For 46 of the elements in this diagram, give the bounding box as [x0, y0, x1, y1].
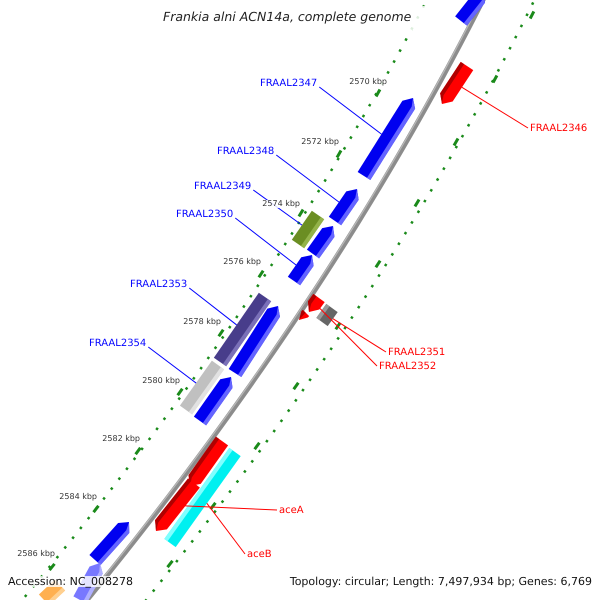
gene-feature [308, 294, 325, 312]
tick-label: 2570 kbp [349, 78, 387, 86]
tick-label: 2586 kbp [17, 550, 55, 558]
tick-label: 2582 kbp [102, 435, 140, 443]
gene-feature [194, 377, 233, 426]
gene-label: FRAAL2349 [194, 182, 252, 192]
leader-line [206, 502, 246, 554]
tick-label: 2576 kbp [223, 258, 261, 266]
gene-feature [328, 189, 359, 226]
gene-feature [306, 226, 334, 258]
gene-feature [455, 0, 485, 26]
leader-line [234, 218, 297, 266]
chart-title: Frankia alni ACN14a, complete genome [163, 11, 412, 24]
tick-label: 2572 kbp [301, 138, 339, 146]
gene-label: aceB [247, 550, 272, 560]
gene-label: FRAAL2350 [176, 210, 234, 220]
leader-line [148, 346, 197, 384]
leader-line [318, 86, 382, 135]
gene-feature [299, 310, 310, 320]
gene-feature [288, 255, 314, 286]
tick-label: 2584 kbp [59, 493, 97, 501]
gene-label: FRAAL2346 [530, 124, 588, 134]
gene-label: aceA [279, 506, 304, 516]
tick-label: 2574 kbp [262, 200, 300, 208]
gene-feature [89, 522, 130, 565]
leader-line [184, 505, 278, 510]
leader-line [320, 308, 378, 366]
gene-feature [358, 98, 416, 180]
gene-block [316, 304, 338, 326]
tick-label: 2578 kbp [183, 318, 221, 326]
gene-label: FRAAL2354 [89, 339, 146, 349]
gene-block [164, 448, 241, 548]
tick-label: 2580 kbp [142, 377, 180, 385]
gene-label: FRAAL2353 [130, 280, 188, 290]
gene-label: FRAAL2351 [388, 348, 446, 358]
gene-label: FRAAL2352 [379, 362, 436, 372]
gene-label: FRAAL2347 [260, 79, 318, 89]
accession-text: Accession: NC_008278 [8, 576, 134, 587]
leader-line [188, 288, 238, 326]
gene-feature [228, 306, 280, 378]
leader-line [332, 318, 386, 352]
gene-feature [440, 62, 474, 104]
leader-line [276, 154, 340, 203]
gene-label: FRAAL2348 [217, 147, 274, 157]
leader-line [461, 86, 528, 128]
genome-info-text: Topology: circular; Length: 7,497,934 bp; Genes: 6,769 [290, 576, 592, 587]
